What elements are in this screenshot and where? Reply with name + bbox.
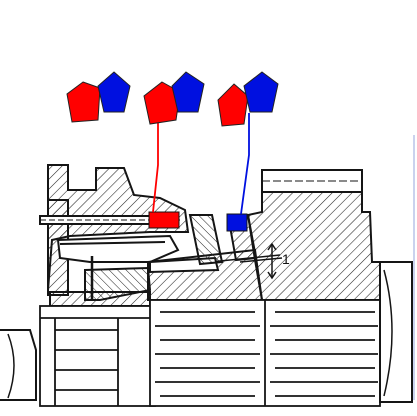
callout-label: 1 bbox=[282, 251, 290, 267]
right-block bbox=[246, 169, 413, 301]
left-gear-stack bbox=[39, 305, 156, 407]
left-curved-piece bbox=[0, 329, 37, 401]
gear-teeth-right bbox=[270, 311, 378, 397]
inner-ring bbox=[49, 234, 180, 307]
gear-teeth-left bbox=[155, 311, 260, 397]
sleeve bbox=[188, 214, 258, 266]
right-gear-stack bbox=[149, 299, 381, 407]
right-bearing bbox=[379, 261, 413, 403]
red-pentagon-icon bbox=[66, 81, 101, 123]
blue-pentagon-icon bbox=[97, 71, 131, 113]
red-connector-line bbox=[152, 123, 159, 213]
callout-arrow bbox=[239, 242, 283, 280]
blue-pentagon-icon bbox=[243, 71, 279, 113]
red-pentagon-icon bbox=[217, 83, 249, 127]
pentagon-pair-3 bbox=[217, 71, 279, 127]
left-curve bbox=[7, 333, 15, 399]
blue-highlight-block bbox=[226, 213, 248, 232]
pentagon-pair-2 bbox=[143, 71, 205, 125]
blue-connector-line bbox=[240, 113, 250, 215]
pentagon-pair-1 bbox=[66, 71, 131, 123]
blue-pentagon-icon bbox=[171, 71, 205, 113]
red-highlight-block bbox=[148, 211, 180, 229]
